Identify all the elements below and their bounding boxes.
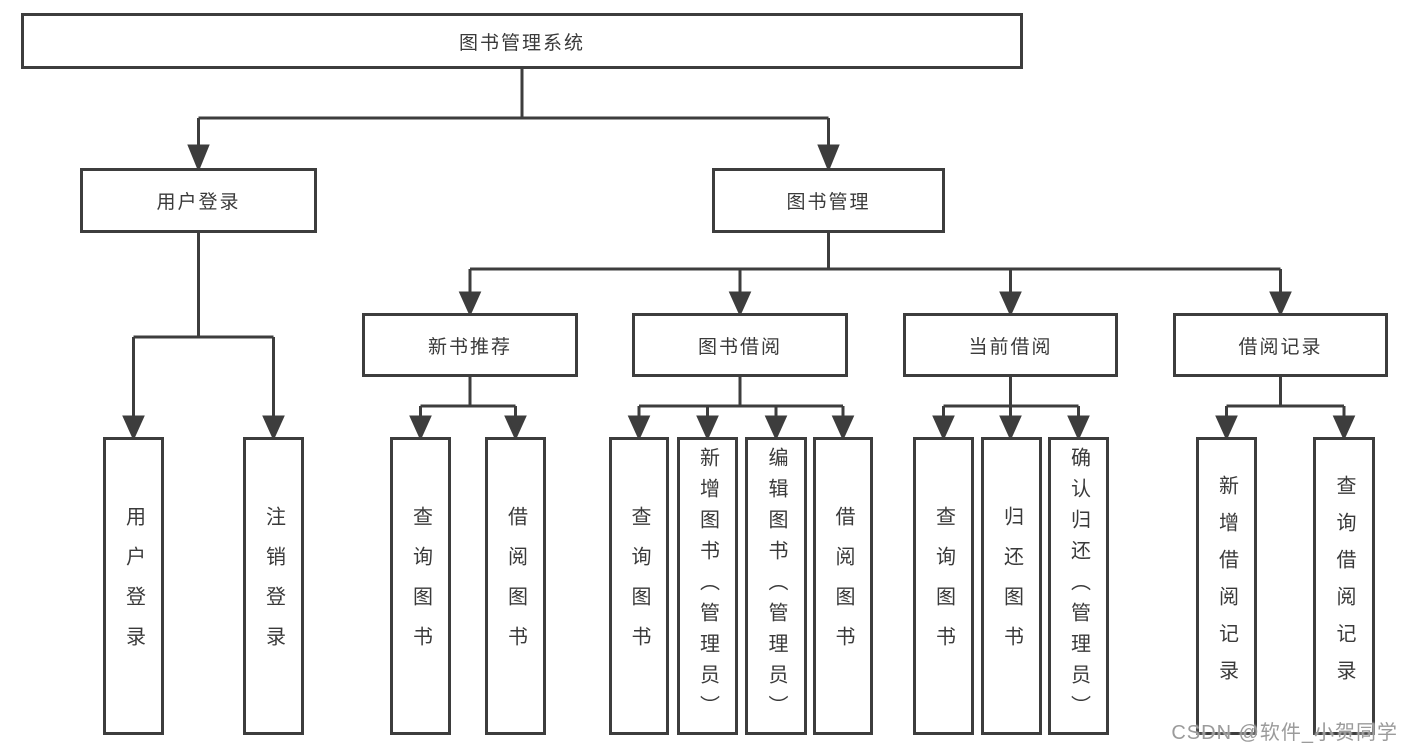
arrowhead-book-management xyxy=(817,144,840,172)
leaf-query-borrow-record: 查询借阅记录 xyxy=(1313,437,1375,735)
leaf-label: 新增图书（管理员） xyxy=(696,446,719,726)
leaf-label: 编辑图书（管理员） xyxy=(765,446,787,726)
node-root-label: 图书管理系统 xyxy=(458,32,585,54)
leaf-borrow-books-recommend: 借阅图书 xyxy=(485,437,546,735)
node-book-borrow: 图书借阅 xyxy=(632,313,848,377)
node-label: 新书推荐 xyxy=(427,336,512,358)
leaf-label: 查询图书 xyxy=(628,506,650,666)
arrowhead-user-login xyxy=(187,144,210,172)
leaf-label: 借阅图书 xyxy=(832,506,854,666)
leaf-label: 借阅图书 xyxy=(504,506,527,666)
leaf-query-books-borrow: 查询图书 xyxy=(609,437,669,735)
node-label: 当前借阅 xyxy=(968,336,1053,358)
watermark: CSDN @软件_小贺同学 xyxy=(1171,722,1398,744)
node-new-book-recommend: 新书推荐 xyxy=(362,313,578,377)
leaf-label: 新增借阅记录 xyxy=(1215,475,1238,697)
leaf-logout: 注销登录 xyxy=(243,437,304,735)
leaf-user-login: 用户登录 xyxy=(103,437,164,735)
leaf-add-borrow-record: 新增借阅记录 xyxy=(1196,437,1257,735)
node-label: 图书借阅 xyxy=(697,336,782,358)
node-book-management: 图书管理 xyxy=(712,168,945,233)
leaf-label: 查询图书 xyxy=(409,506,432,666)
node-user-login: 用户登录 xyxy=(80,168,317,233)
leaf-edit-books-admin: 编辑图书（管理员） xyxy=(745,437,807,735)
leaf-label: 注销登录 xyxy=(262,506,285,666)
leaf-query-books-current: 查询图书 xyxy=(913,437,974,735)
node-label: 借阅记录 xyxy=(1238,336,1323,358)
leaf-confirm-return-admin: 确认归还（管理员） xyxy=(1048,437,1109,735)
leaf-label: 归还图书 xyxy=(1000,506,1023,666)
leaf-query-books-recommend: 查询图书 xyxy=(390,437,451,735)
leaf-return-books: 归还图书 xyxy=(981,437,1042,735)
node-label: 用户登录 xyxy=(156,192,241,213)
leaf-label: 查询借阅记录 xyxy=(1333,475,1355,697)
leaf-label: 查询图书 xyxy=(932,506,955,666)
node-borrow-records: 借阅记录 xyxy=(1173,313,1388,377)
node-label: 图书管理 xyxy=(786,192,871,213)
leaf-add-books-admin: 新增图书（管理员） xyxy=(677,437,738,735)
leaf-label: 用户登录 xyxy=(122,506,145,666)
node-root: 图书管理系统 xyxy=(21,13,1023,69)
node-current-borrow: 当前借阅 xyxy=(903,313,1118,377)
leaf-label: 确认归还（管理员） xyxy=(1067,446,1090,726)
leaf-borrow-books: 借阅图书 xyxy=(813,437,873,735)
